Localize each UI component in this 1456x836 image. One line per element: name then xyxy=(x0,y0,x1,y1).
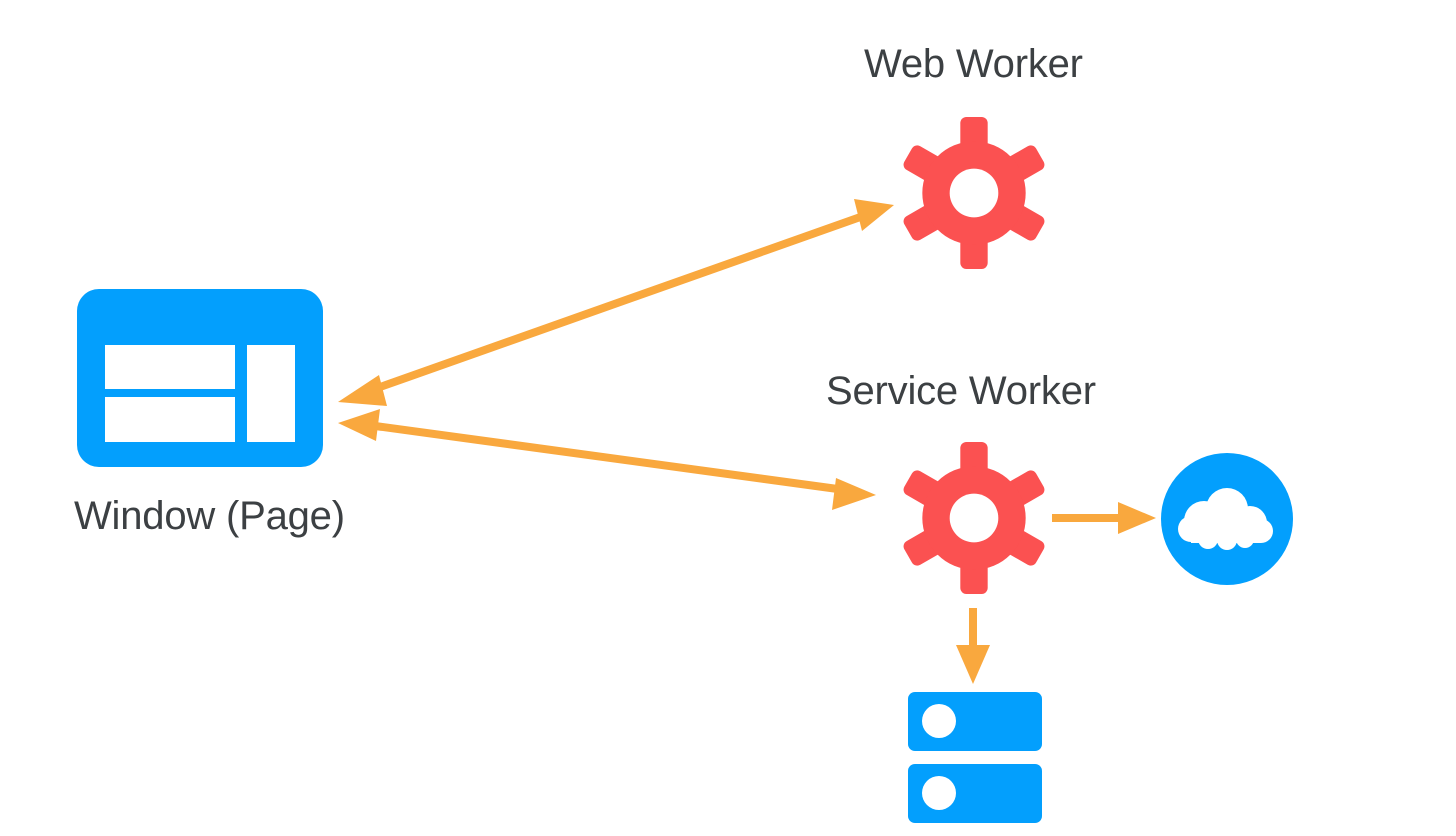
web-worker-node[interactable] xyxy=(898,112,1050,274)
cloud-icon xyxy=(1161,453,1293,585)
storage-node[interactable] xyxy=(908,692,1042,823)
window-page-label: Window (Page) xyxy=(74,494,345,538)
service-worker-label: Service Worker xyxy=(826,369,1096,413)
browser-window-icon xyxy=(77,289,323,467)
gear-icon xyxy=(903,117,1045,269)
gear-icon xyxy=(903,442,1045,594)
arrow-window-service-worker xyxy=(338,409,876,510)
arrow-service-worker-network xyxy=(1052,502,1156,534)
server-rack-top xyxy=(908,692,1042,751)
network-node[interactable] xyxy=(1161,453,1293,585)
arrow-window-web-worker xyxy=(338,199,894,406)
web-worker-label: Web Worker xyxy=(864,42,1083,86)
server-stack-icon xyxy=(908,692,1042,823)
window-page-node[interactable] xyxy=(77,289,323,467)
service-worker-node[interactable] xyxy=(898,437,1050,599)
arrow-service-worker-storage xyxy=(956,608,990,684)
server-rack-bottom xyxy=(908,764,1042,823)
